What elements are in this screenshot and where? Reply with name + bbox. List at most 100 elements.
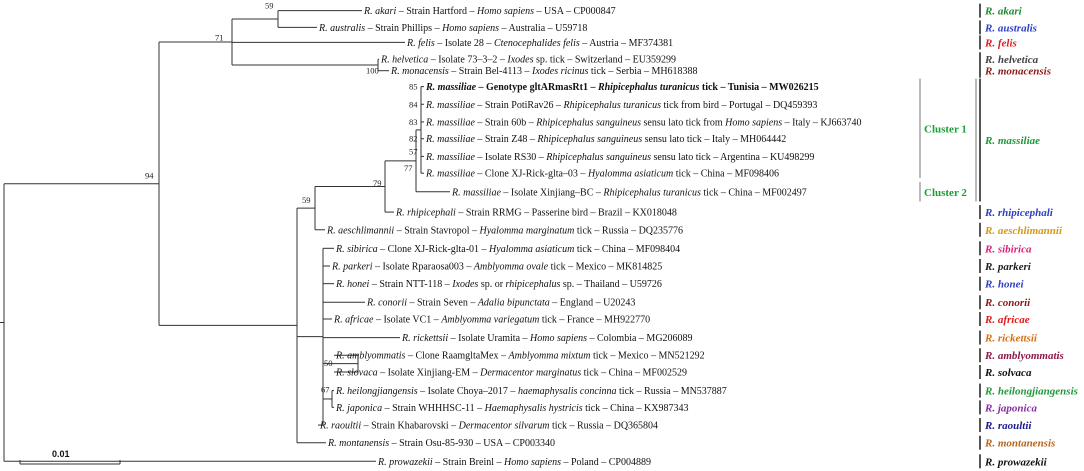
leaf-label-part: R. massiliae [425,134,475,145]
species-label: R. helvetica [984,54,1039,66]
leaf-label-part: Homo sapiens [724,117,782,128]
leaf-label-part: R. japonica [335,403,382,414]
species-label: R. africae [984,314,1030,326]
leaf-label-part: – Strain Hartford – [396,6,477,17]
species-label: R. rhipicephali [984,207,1054,219]
leaf-label: R. rhipicephali – Strain RRMG – Passerin… [395,208,677,219]
leaf-label-part: R. montanensis [327,438,389,449]
leaf-label-part: R. helvetica [380,55,428,66]
species-bar [979,258,981,273]
leaf-label-part: haemaphysalis concinna [518,386,617,397]
tree-branches [0,10,450,462]
bootstrap-value: 67 [321,385,330,395]
species-bar [979,330,981,345]
leaf-label-part: R. slovaca [335,368,378,379]
leaf-label-part: – England – U20243 [550,298,636,309]
leaf-label-part: tick – Mexico – MK814825 [548,261,662,272]
leaf-label: R. slovaca – Isolate Xinjiang-EM – Derma… [335,368,687,379]
leaf-label-part: – Strain Osu-85-930 – USA – CP003340 [389,438,555,449]
species-label: R. solvaca [984,367,1032,379]
species-label: R. montanensis [984,438,1055,450]
leaf-label-part: Homo sapiens [529,333,587,344]
leaf-label-part: R. conorii [366,298,407,309]
leaf-label-part: Ixodes ricinus [531,66,588,77]
leaf-label-part: Hyalomma asiaticum [488,244,574,255]
bootstrap-value: 50 [324,358,333,368]
bootstrap-value: 82 [409,134,418,144]
species-label: R. conorii [984,297,1031,309]
leaf-label-part: Rhipicephalus sanguineus [535,117,641,128]
leaf-label-part: Rhipicephalus turanicus [597,82,700,93]
leaf-label-part: tick – China – KX987343 [583,403,689,414]
bootstrap-value: 59 [265,1,274,11]
bootstrap-value: 57 [409,146,418,156]
leaf-label-part: Hyalomma asiaticum [587,169,673,180]
species-bar [979,276,981,291]
leaf-label-part: R. felis [406,38,435,49]
species-labels: R. akari R. australis R. felis R. helvetica… [979,3,1078,469]
species-label: R. aeschlimannii [984,225,1063,237]
leaf-label: R. aeschlimannii – Strain Stavropol – Hy… [326,225,683,236]
bootstrap-value: 83 [409,117,418,127]
leaf-label: R. montanensis – Strain Osu-85-930 – USA… [327,438,555,449]
species-bar [979,241,981,256]
leaf-label-part: R. rhipicephali [395,208,456,219]
bootstrap-value: 84 [409,99,418,109]
leaf-label-part: Amblyomma variegatum [440,315,539,326]
leaf-label-part: Rhipicephalus sanguineus [536,134,642,145]
leaf-label: R. raoultii – Strain Khabarovski – Derma… [319,421,658,432]
leaf-label: R. conorii – Strain Seven – Adalia bipun… [366,298,635,309]
leaf-label-part: sensu lato tick from [641,117,725,128]
leaf-label-part: tick – Serbia – MH618388 [588,66,697,77]
species-label: R. felis [984,37,1017,49]
leaf-label: R. helvetica – Isolate 73–3–2 – Ixodes s… [380,55,676,66]
leaf-label-part: rhipicephalus [506,279,561,290]
species-label: R. australis [984,22,1037,34]
scale-bar-label: 0.01 [52,449,70,459]
leaf-label: R. africae – Isolate VC1 – Amblyomma var… [333,315,650,326]
leaf-label-part: – Strain Breinl – [433,457,504,468]
species-bar [979,52,981,67]
leaf-label: R. parkeri – Isolate Rparaosa003 – Ambly… [331,261,662,272]
leaf-label-part: – Strain WHHHSC-11 – [382,403,485,414]
leaf-label: R. massiliae – Isolate RS30 – Rhipicepha… [425,152,814,163]
species-bar [979,20,981,35]
species-label: R. akari [984,6,1023,18]
leaf-label-part: R. prowazekii [377,457,433,468]
species-label: R. monacensis [984,66,1051,78]
leaf-label-part: Dermacentor silvarum [458,421,550,432]
leaf-label-part: tick – Mexico – MN521292 [590,351,704,362]
leaf-label-part: R. honei [335,279,370,290]
leaf-label-part: R. akari [363,6,396,17]
species-bar [979,400,981,415]
leaf-label-part: – Strain Stavropol – [394,225,479,236]
leaf-label-part: – Clone XJ-Rick-glta–03 – [475,169,588,180]
leaf-label-part: – Isolate 28 – [435,38,494,49]
leaf-label: R. massiliae – Genotype gltARmasRt1 – Rh… [425,82,819,93]
leaf-label: R. rickettsii – Isolate Uramita – Homo s… [401,333,693,344]
leaf-label-part: R. australis [318,23,365,34]
species-bar [979,348,981,363]
species-bar [979,295,981,310]
leaf-label-part: tick from bird – Portugal – DQ459393 [661,100,817,111]
species-label: R. massiliae [984,135,1040,147]
leaf-label: R. massiliae – Strain Z48 – Rhipicephalu… [425,134,786,145]
leaf-label-part: Amblyomma mixtum [508,351,591,362]
cluster-label: Cluster 2 [924,187,967,199]
species-bar [979,365,981,380]
leaf-label-part: – Isolate RS30 – [475,152,546,163]
leaf-label-part: R. massiliae [425,82,477,93]
bootstrap-value: 85 [409,82,418,92]
species-label: R. japonica [984,402,1037,414]
leaf-label: R. japonica – Strain WHHHSC-11 – Haemaph… [335,403,688,414]
species-bar [979,78,981,202]
leaf-label-part: Homo sapiens [503,457,561,468]
species-bar [979,3,981,18]
leaf-label-part: sp. or [478,279,505,290]
leaf-label-part: R. rickettsii [401,333,448,344]
species-label: R. sibirica [984,243,1032,255]
leaf-label-part: R. monacensis [390,66,449,77]
leaf-label-part: tick – Tunisia – MW026215 [699,82,818,93]
leaf-label-part: – Strain Z48 – [475,134,538,145]
